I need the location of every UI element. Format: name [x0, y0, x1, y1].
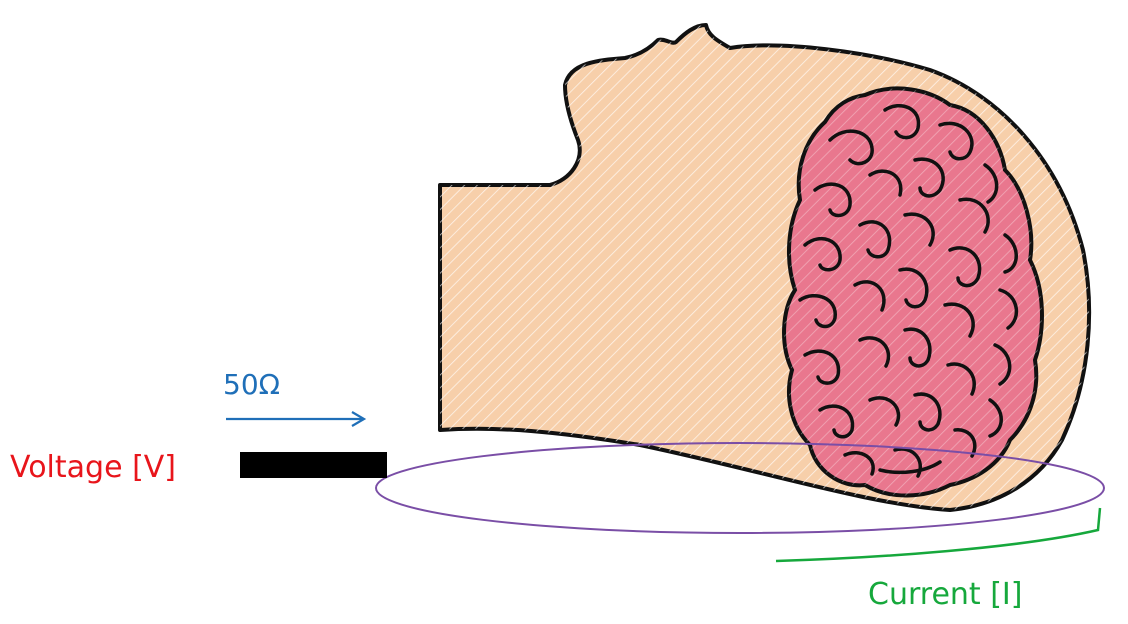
impedance-arrow — [226, 412, 364, 426]
feed-port — [240, 452, 387, 478]
voltage-label: Voltage [V] — [10, 453, 176, 483]
current-curve — [776, 508, 1100, 561]
current-label: Current [I] — [868, 580, 1022, 610]
impedance-label: 50Ω — [223, 371, 280, 399]
head-illustration — [440, 25, 1089, 510]
